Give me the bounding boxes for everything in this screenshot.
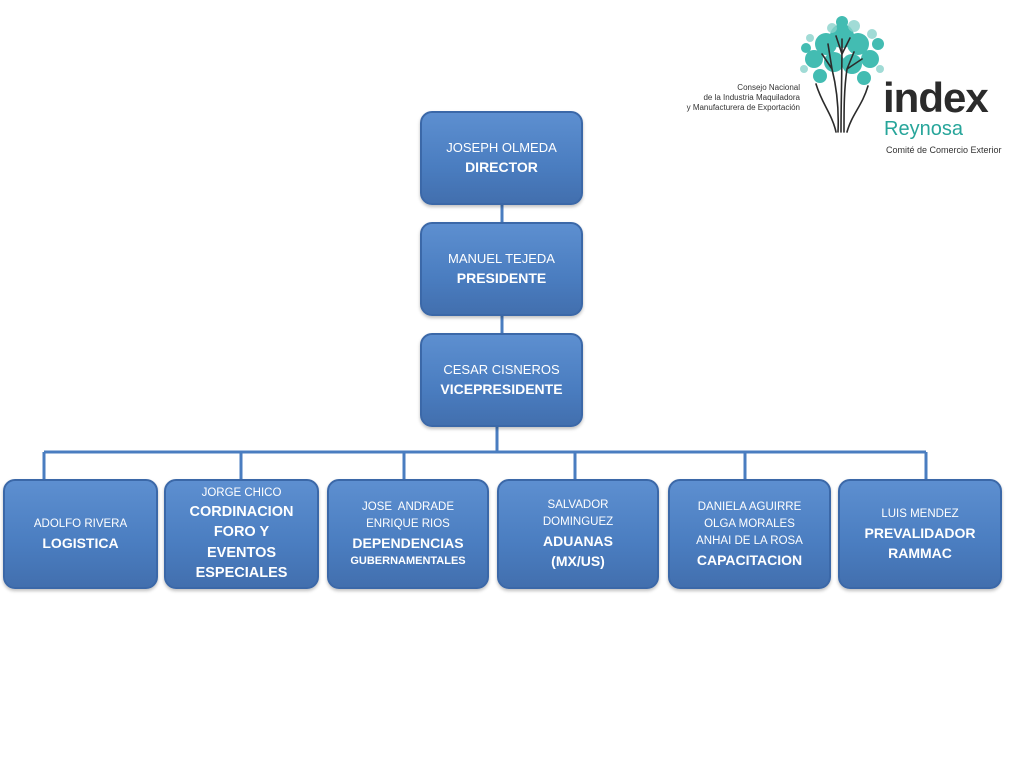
brand-wordmark: index: [883, 74, 989, 121]
node-name: JOSEPH OLMEDA: [446, 140, 557, 155]
node-role: LOGISTICA: [42, 534, 119, 551]
node-name: JORGE CHICO: [201, 486, 282, 499]
node-role-line: ESPECIALES: [195, 565, 288, 581]
node-name: LUIS MENDEZ: [881, 507, 959, 520]
node-dependencias: JOSE ANDRADE ENRIQUE RIOS DEPENDENCIAS G…: [327, 479, 489, 589]
tree-logo-icon: [800, 16, 884, 133]
node-name-line: ANHAI DE LA ROSA: [696, 534, 803, 547]
node-role-line: FORO Y: [213, 524, 270, 540]
node-foro-eventos: JORGE CHICO CORDINACION FORO Y EVENTOS E…: [164, 479, 319, 589]
node-role-line: EVENTOS: [206, 544, 277, 561]
node-capacitacion: DANIELA AGUIRRE OLGA MORALES ANHAI DE LA…: [668, 479, 831, 589]
node-role-line: DEPENDENCIAS: [352, 535, 464, 551]
node-role-line: (MX/US): [551, 553, 605, 569]
node-prevalidador: LUIS MENDEZ PREVALIDADOR RAMMAC: [838, 479, 1002, 589]
node-role-line: PREVALIDADOR: [864, 524, 976, 541]
council-name: Consejo Nacional de la Industria Maquila…: [686, 83, 800, 112]
node-name-line: DOMINGUEZ: [542, 516, 614, 528]
node-president: MANUEL TEJEDA PRESIDENTE: [420, 222, 583, 316]
node-director: JOSEPH OLMEDA DIRECTOR: [420, 111, 583, 205]
node-name-line: OLGA MORALES: [704, 517, 795, 530]
node-vicepresident: CESAR CISNEROS VICEPRESIDENTE: [420, 333, 583, 427]
node-role: VICEPRESIDENTE: [440, 381, 563, 397]
node-role: PRESIDENTE: [456, 270, 547, 286]
node-role-line: CORDINACION: [189, 503, 294, 520]
node-role-line: RAMMAC: [888, 544, 952, 561]
node-name: ADOLFO RIVERA: [33, 517, 128, 530]
brand-tagline: Comité de Comercio Exterior: [886, 145, 1002, 155]
brand-city: Reynosa: [884, 118, 963, 140]
node-role-line: ADUANAS: [543, 533, 613, 549]
node-name-line: SALVADOR: [547, 499, 609, 511]
node-aduanas: SALVADOR DOMINGUEZ ADUANAS (MX/US): [497, 479, 659, 589]
node-name: MANUEL TEJEDA: [448, 251, 555, 266]
node-logistica: ADOLFO RIVERA LOGISTICA: [3, 479, 158, 589]
node-role-line: GUBERNAMENTALES: [350, 555, 466, 567]
node-name: CESAR CISNEROS: [443, 362, 560, 377]
node-role: CAPACITACION: [696, 551, 803, 568]
node-name-line: DANIELA AGUIRRE: [697, 500, 802, 513]
node-name-line: ENRIQUE RIOS: [366, 518, 450, 530]
node-role: DIRECTOR: [465, 159, 538, 175]
node-name-line: JOSE ANDRADE: [361, 501, 455, 513]
